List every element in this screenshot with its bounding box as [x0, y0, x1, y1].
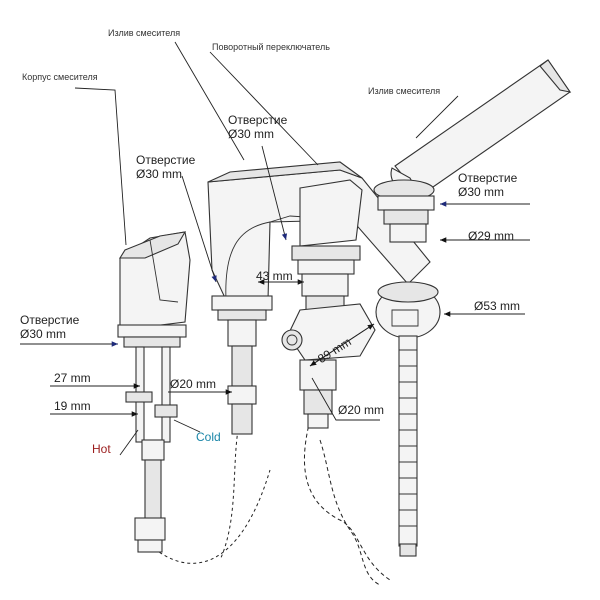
label-hole-shower-word: Отверстие [458, 171, 518, 185]
label-hole-left-word: Отверстие [20, 313, 80, 327]
label-hole-shower-size: Ø30 mm [458, 185, 504, 199]
label-shower-spout: Излив смесителя [368, 86, 440, 96]
diverter-body [375, 281, 441, 557]
dim-27: 27 mm [54, 371, 91, 385]
label-mixer-body: Корпус смесителя [22, 72, 98, 82]
label-hole-spout-word: Отверстие [228, 113, 288, 127]
hand-shower [373, 59, 572, 243]
mixer-body [117, 231, 191, 553]
label-hole-left-size: Ø30 mm [20, 327, 66, 341]
dim-20-diverter: Ø20 mm [338, 403, 384, 417]
label-hole-body-word: Отверстие [136, 153, 196, 167]
dim-43: 43 mm [256, 269, 293, 283]
label-spout: Излив смесителя [108, 28, 180, 38]
dim-20-mixer: Ø20 mm [170, 377, 216, 391]
label-rotary-switch: Поворотный переключатель [212, 42, 330, 52]
label-hot: Hot [92, 442, 111, 456]
diverter-hose [303, 419, 391, 581]
cold-supply-hose [219, 429, 239, 561]
dim-29: Ø29 mm [468, 229, 514, 243]
rotary-switch [281, 179, 376, 429]
label-cold: Cold [196, 430, 221, 444]
label-hole-body-size: Ø30 mm [136, 167, 182, 181]
dim-19: 19 mm [54, 399, 91, 413]
mixer-spout [207, 161, 431, 435]
label-hole-spout-size: Ø30 mm [228, 127, 274, 141]
dim-53: Ø53 mm [474, 299, 520, 313]
